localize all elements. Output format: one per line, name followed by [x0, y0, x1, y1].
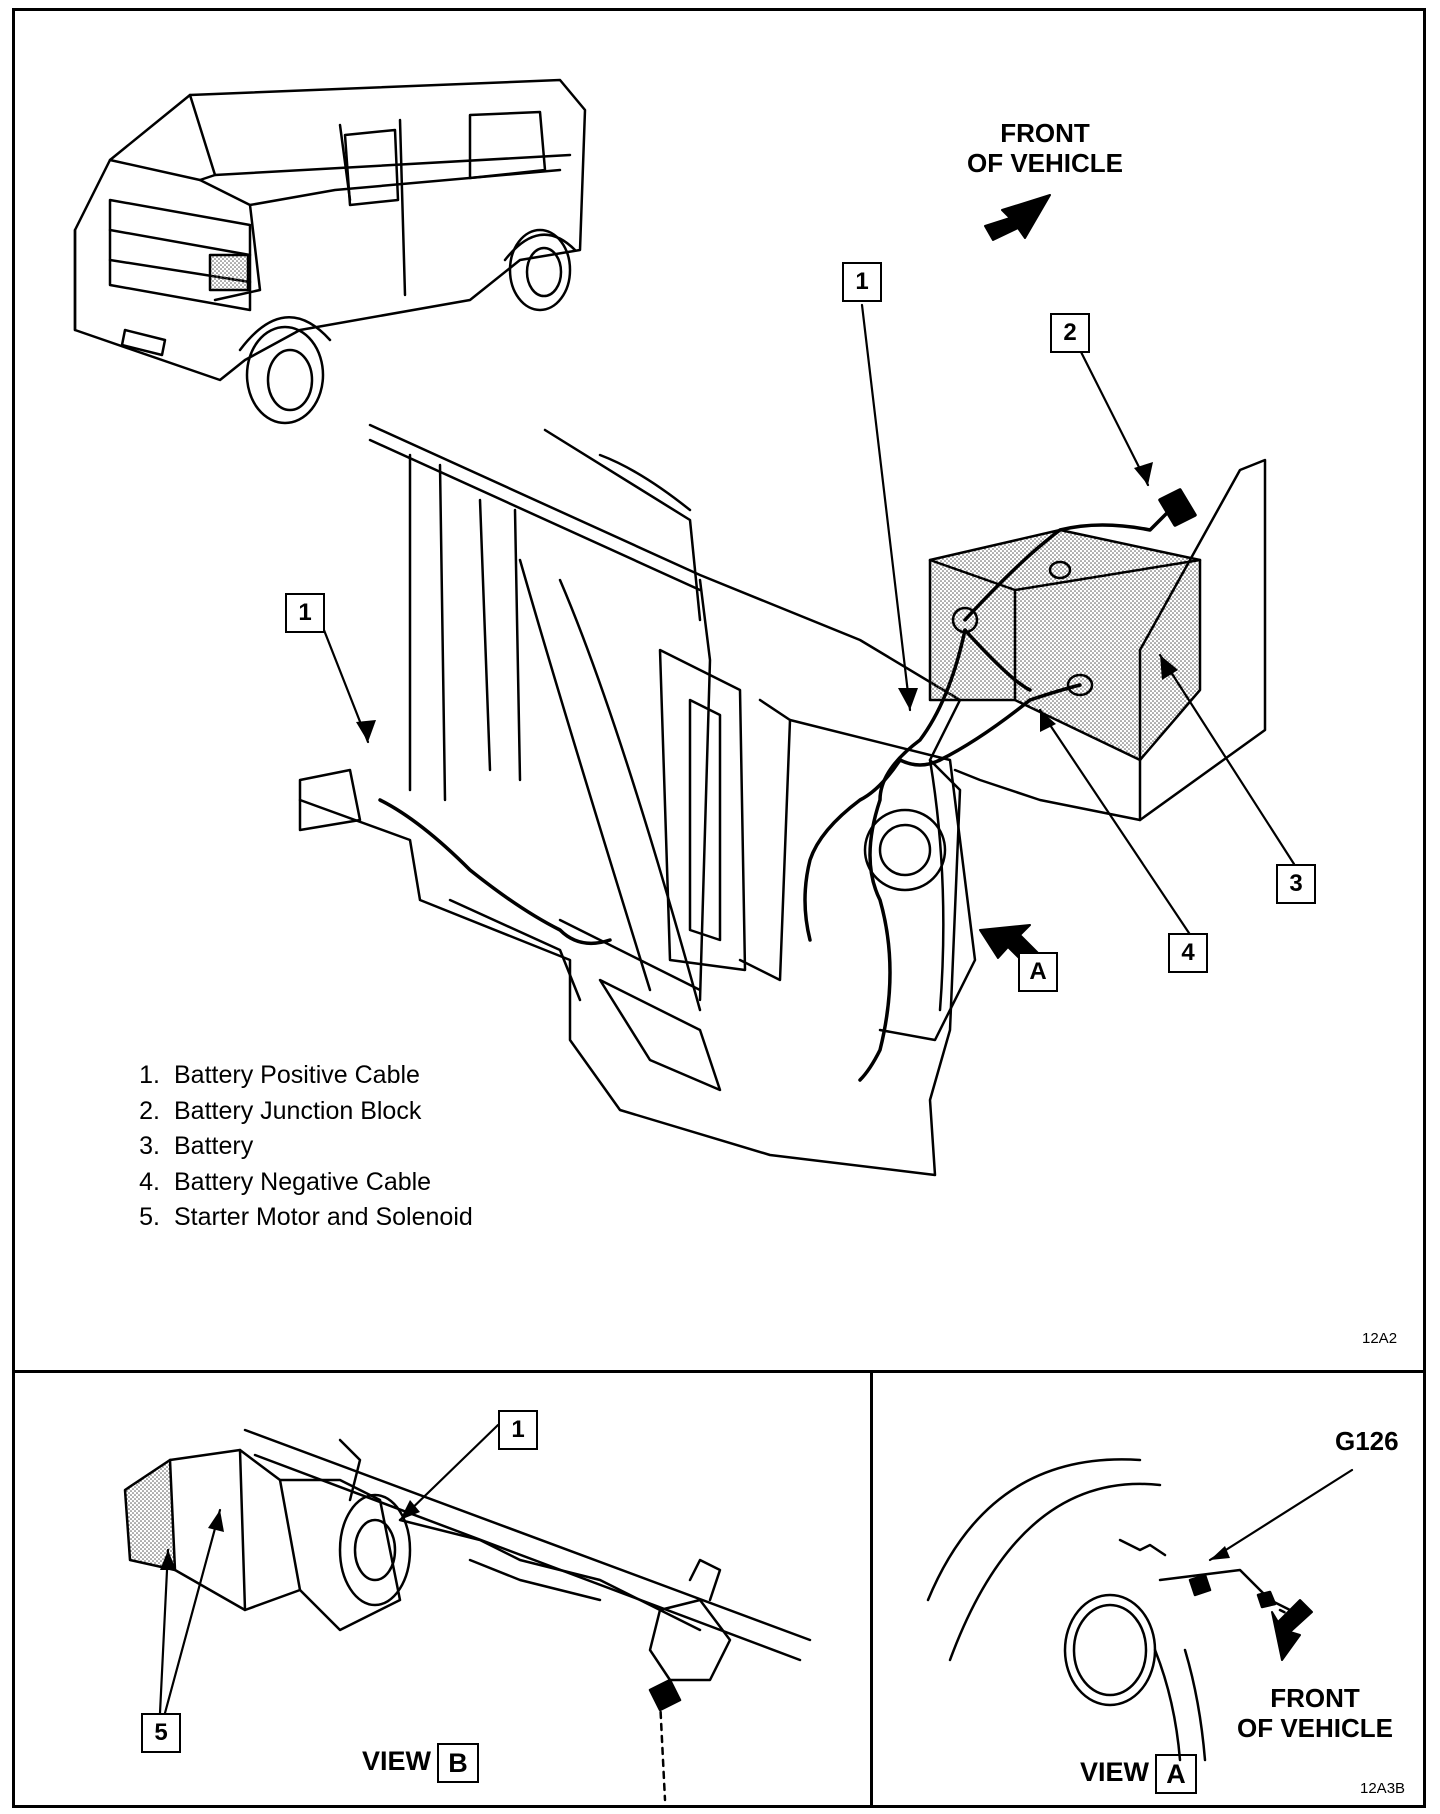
- view-a-front-line1: FRONT: [1270, 1683, 1360, 1713]
- view-a-marker: A: [1155, 1754, 1198, 1794]
- legend-item: 2. Battery Junction Block: [115, 1094, 473, 1130]
- legend-number: 2.: [139, 1096, 160, 1125]
- front-label-line1: FRONT: [1000, 118, 1090, 148]
- battery-cables: [378, 488, 1197, 1082]
- figure-frame: [12, 8, 1426, 1808]
- legend-item: 5. Starter Motor and Solenoid: [115, 1200, 473, 1236]
- g126-leader: [1208, 1468, 1354, 1562]
- front-label-line2: OF VEHICLE: [966, 148, 1123, 178]
- leader-lines: [320, 303, 1296, 944]
- legend-text: Battery: [174, 1132, 254, 1160]
- legend-item: 1. Battery Positive Cable: [115, 1058, 473, 1094]
- legend-text: Battery Junction Block: [174, 1096, 422, 1125]
- callout-battery: 3: [1276, 864, 1316, 904]
- legend-number: 3.: [139, 1132, 160, 1160]
- van-illustration: [73, 78, 587, 425]
- view-b-illustration: [123, 1428, 812, 1802]
- horizontal-divider: [12, 1370, 1426, 1373]
- legend-text: Battery Positive Cable: [174, 1061, 420, 1089]
- legend-text: Starter Motor and Solenoid: [174, 1203, 473, 1231]
- callout-view-a-marker: A: [1018, 952, 1058, 992]
- legend: 1. Battery Positive Cable 2. Battery Junct…: [115, 1058, 473, 1236]
- view-b-leaders: [158, 1423, 500, 1715]
- view-a-front-of-vehicle-label: FRONT OF VEHICLE: [1225, 1683, 1405, 1743]
- g126-arrowhead: [1210, 1546, 1230, 1560]
- front-direction-arrow: [984, 194, 1051, 241]
- legend-number: 5.: [139, 1203, 160, 1231]
- battery-illustration: [928, 458, 1267, 822]
- legend-item: 3. Battery: [115, 1129, 473, 1165]
- callout-positive-cable-upper: 1: [842, 262, 882, 302]
- legend-number: 4.: [139, 1167, 160, 1196]
- callout-positive-cable-view-b: 1: [498, 1410, 538, 1450]
- front-of-vehicle-label: FRONT OF VEHICLE: [955, 118, 1135, 178]
- ground-g126-label: G126: [1335, 1426, 1399, 1456]
- view-b-arrowheads: [160, 1500, 420, 1570]
- callout-positive-cable-left: 1: [285, 593, 325, 633]
- legend-number: 1.: [139, 1061, 160, 1089]
- view-a-illustration: [926, 1458, 1302, 1762]
- figure-code-views: 12A3B: [1360, 1780, 1406, 1797]
- view-a-text: VIEW: [1080, 1757, 1150, 1788]
- front-direction-arrow-view-a: [1271, 1599, 1313, 1661]
- callout-negative-cable: 4: [1168, 933, 1208, 973]
- figure-code-main: 12A2: [1362, 1330, 1398, 1347]
- callout-starter-motor: 5: [141, 1713, 181, 1753]
- vertical-divider: [870, 1370, 873, 1808]
- view-a-front-line2: OF VEHICLE: [1236, 1713, 1393, 1743]
- view-b-marker: B: [437, 1743, 480, 1783]
- legend-text: Battery Negative Cable: [174, 1167, 432, 1196]
- arrowheads: [356, 462, 1178, 742]
- callout-junction-block: 2: [1050, 313, 1090, 353]
- view-b-text: VIEW: [362, 1746, 432, 1777]
- legend-item: 4. Battery Negative Cable: [115, 1165, 473, 1201]
- radiator-support-illustration: [298, 423, 977, 1177]
